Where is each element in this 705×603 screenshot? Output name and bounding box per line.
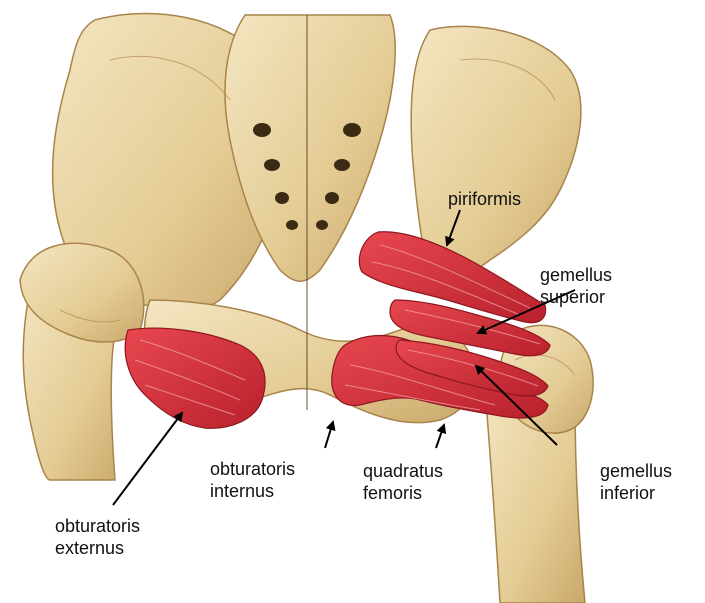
label-quadratus-femoris-line2: femoris xyxy=(363,482,443,504)
arrow-quadratus-femoris xyxy=(436,425,444,448)
label-quadratus-femoris-line1: quadratus xyxy=(363,460,443,482)
arrow-obturatoris-externus xyxy=(113,413,182,505)
label-obturatoris-internus-line1: obturatoris xyxy=(210,458,295,480)
label-gemellus-superior-line2: superior xyxy=(540,286,612,308)
label-obturatoris-externus-line1: obturatoris xyxy=(55,515,140,537)
label-piriformis-line1: piriformis xyxy=(448,188,521,210)
right-ilium xyxy=(411,26,581,281)
arrow-obturatoris-internus xyxy=(325,422,333,448)
label-gemellus-inferior: gemellus inferior xyxy=(600,460,672,504)
label-quadratus-femoris: quadratus femoris xyxy=(363,460,443,504)
label-gemellus-inferior-line1: gemellus xyxy=(600,460,672,482)
label-gemellus-inferior-line2: inferior xyxy=(600,482,672,504)
label-obturatoris-internus: obturatoris internus xyxy=(210,458,295,502)
label-obturatoris-internus-line2: internus xyxy=(210,480,295,502)
label-piriformis: piriformis xyxy=(448,188,521,210)
label-obturatoris-externus-line2: externus xyxy=(55,537,140,559)
label-obturatoris-externus: obturatoris externus xyxy=(55,515,140,559)
label-gemellus-superior-line1: gemellus xyxy=(540,264,612,286)
label-gemellus-superior: gemellus superior xyxy=(540,264,612,308)
